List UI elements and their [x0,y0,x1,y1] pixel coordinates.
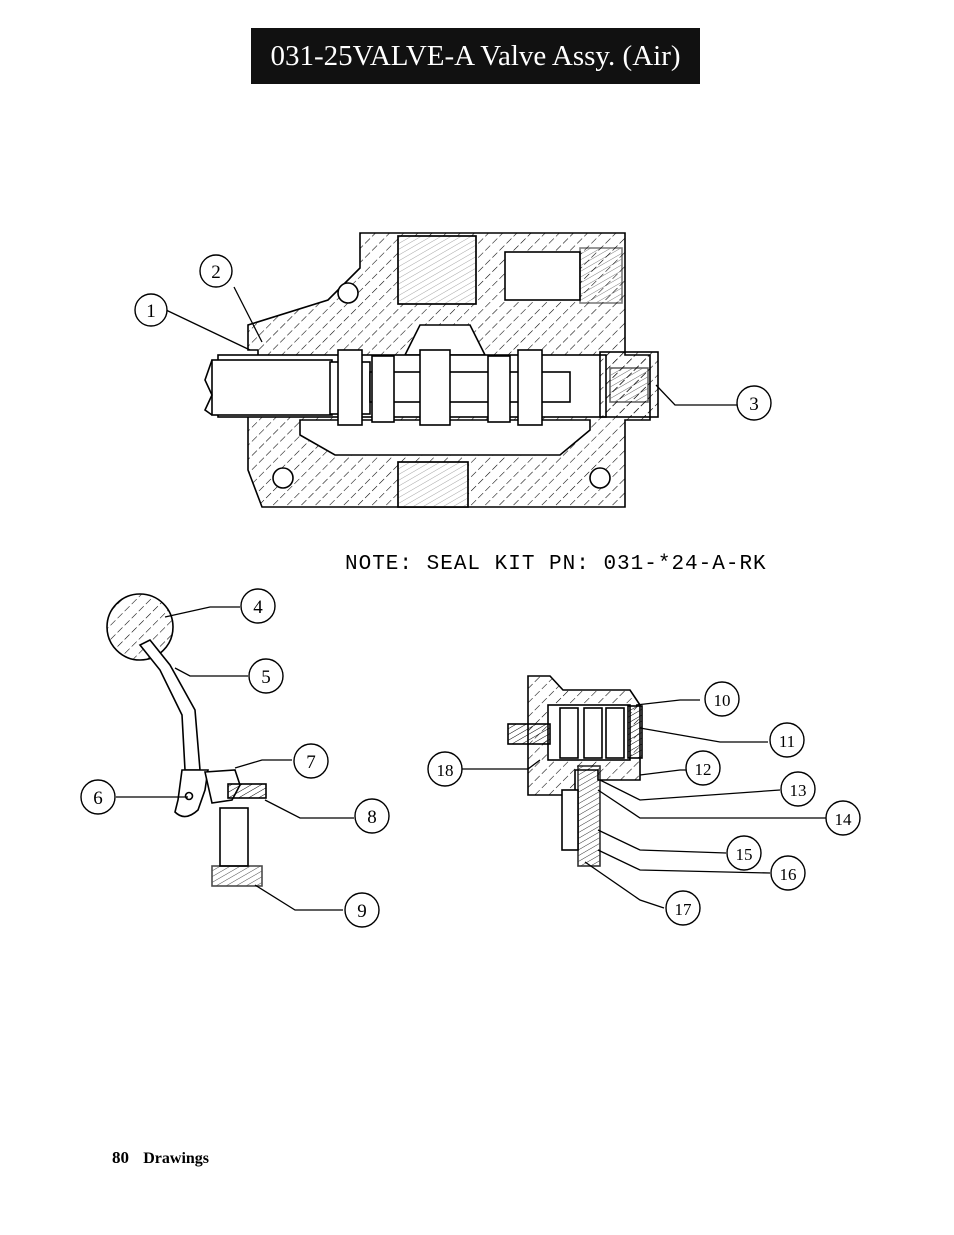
callout-12: 12 [685,750,721,786]
svg-text:13: 13 [790,781,807,800]
callout-7: 7 [293,743,329,779]
svg-text:1: 1 [146,301,156,322]
svg-text:4: 4 [253,597,263,618]
svg-text:6: 6 [93,788,103,809]
svg-text:8: 8 [367,807,377,828]
callout-1: 1 [134,293,168,327]
callout-4: 4 [240,588,276,624]
svg-text:10: 10 [714,691,731,710]
callout-6: 6 [80,779,116,815]
svg-text:9: 9 [357,901,367,922]
callout-3: 3 [736,385,772,421]
page-title: 031-25VALVE-A Valve Assy. (Air) [251,28,700,84]
svg-text:16: 16 [780,865,797,884]
svg-text:18: 18 [437,761,454,780]
svg-text:11: 11 [779,732,795,751]
callout-17: 17 [665,890,701,926]
valve-body-section [203,232,659,508]
callout-14: 14 [825,800,861,836]
page-title-text: 031-25VALVE-A Valve Assy. (Air) [270,39,681,72]
svg-text:5: 5 [261,667,271,688]
svg-text:12: 12 [695,760,712,779]
callout-9: 9 [344,892,380,928]
svg-text:3: 3 [749,394,759,415]
callout-16: 16 [770,855,806,891]
callout-15: 15 [726,835,762,871]
page-number: 80 [112,1148,129,1167]
svg-text:17: 17 [675,900,693,919]
page-footer: 80 Drawings [112,1148,209,1168]
callout-18: 18 [427,751,463,787]
callout-11: 11 [769,722,805,758]
svg-text:14: 14 [835,810,853,829]
seal-kit-note: NOTE: SEAL KIT PN: 031-*24-A-RK [345,553,767,576]
callout-5: 5 [248,658,284,694]
callout-13: 13 [780,771,816,807]
section-name: Drawings [143,1150,210,1167]
svg-text:15: 15 [736,845,753,864]
svg-text:7: 7 [306,752,316,773]
handle-assembly-drawing [106,593,267,887]
detail-assembly-drawing [507,675,643,867]
callout-10: 10 [704,681,740,717]
callout-8: 8 [354,798,390,834]
leader-lines [116,286,826,911]
svg-text:2: 2 [211,262,221,283]
callout-2: 2 [199,254,233,288]
